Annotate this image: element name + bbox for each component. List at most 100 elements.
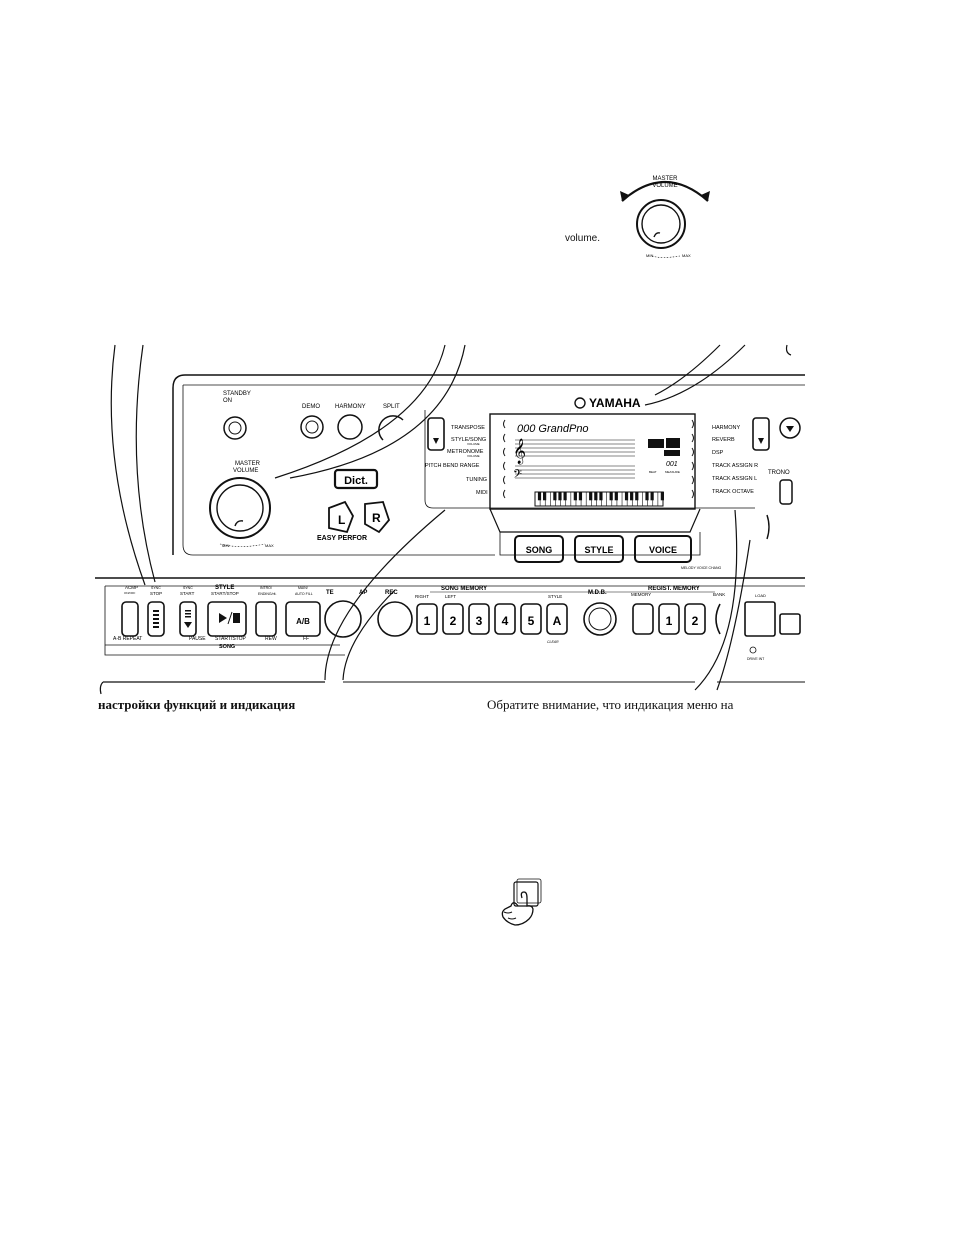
menu-dsp: DSP xyxy=(712,450,724,456)
bass-clef-icon: 𝄢 xyxy=(513,467,522,483)
knob-min-label: MIN xyxy=(646,253,653,258)
lcd-black-key xyxy=(563,491,567,501)
lcd-voice-name: 000 GrandPno xyxy=(517,423,589,435)
song-underline-label: SONG xyxy=(219,644,235,650)
harmony-button-label: HARMONY xyxy=(335,404,366,410)
master-label: MASTER xyxy=(235,461,261,467)
song-memory-1[interactable]: 1 xyxy=(424,614,431,628)
regist-memory-2[interactable]: 2 xyxy=(692,614,699,628)
style-button[interactable]: STYLE xyxy=(584,545,613,555)
sync-start-label-2: START xyxy=(180,591,195,596)
volume-caption: volume. xyxy=(565,233,601,244)
mds-label: M.D.B. xyxy=(588,590,607,596)
song-memory-4[interactable]: 4 xyxy=(502,614,509,628)
menu-tuning: TUNING xyxy=(466,477,487,483)
max-label: MAX xyxy=(265,543,274,548)
menu-track-assign-l: TRACK ASSIGN L xyxy=(712,476,757,482)
menu-style-song: STYLE/SONG xyxy=(451,437,486,443)
lcd-black-key xyxy=(558,491,562,501)
intro-label-1: INTRO/ xyxy=(260,586,272,590)
lcd-black-key xyxy=(614,491,618,501)
menu-reverb: REVERB xyxy=(712,437,735,443)
keyboard-panel-illustration: 𝄞 𝄢 xyxy=(95,344,805,695)
song-memory-a[interactable]: A xyxy=(553,614,562,628)
caption-right: Обратите внимание, что индикация меню на xyxy=(487,697,734,712)
lcd-black-key xyxy=(645,491,649,501)
memory-label: MEMORY xyxy=(631,592,651,597)
volume-label: VOLUME xyxy=(233,468,258,474)
master-volume-figure: MASTER VOLUME MIN MAX xyxy=(620,176,710,258)
menu-harmony: HARMONY xyxy=(712,425,740,431)
sync-stop-label-2: STOP xyxy=(150,591,162,596)
menu-metronome: METRONOME xyxy=(447,449,484,455)
sync-start-label-1: SYNC xyxy=(183,586,193,590)
drive-indicator-icon xyxy=(749,646,757,654)
song-memory-2[interactable]: 2 xyxy=(450,614,457,628)
lcd-number: 001 xyxy=(666,461,678,468)
ff-label: FF xyxy=(303,636,309,642)
demo-label: DEMO xyxy=(302,404,320,410)
lcd-black-key xyxy=(630,491,634,501)
trono-label: TRONO xyxy=(768,470,790,476)
lcd-black-key xyxy=(650,491,654,501)
voice-change-label: MELODY VOICE CHANG xyxy=(681,566,721,570)
pause-label: PAUSE xyxy=(189,636,206,642)
lcd-beat: BEAT xyxy=(649,470,657,474)
caption-left: настройки функций и индикация xyxy=(98,697,296,712)
acmp-label: ACMP xyxy=(125,585,138,590)
lcd-black-key xyxy=(599,491,603,501)
rew-label: REW xyxy=(265,636,277,642)
knob-label-bottom: VOLUME xyxy=(652,183,677,189)
menu-pitch-bend: PITCH BEND RANGE xyxy=(425,463,480,469)
menu-track-octave: TRACK OCTAVE xyxy=(712,489,754,495)
sync-stop-label-1: SYNC xyxy=(151,586,161,590)
lcd-black-key xyxy=(537,491,542,501)
menu-transpose: TRANSPOSE xyxy=(451,425,485,431)
start-stop-song-label: START/STOP xyxy=(215,636,247,642)
lcd-black-key xyxy=(553,491,557,501)
lcd-black-key xyxy=(635,491,639,501)
treble-clef-icon: 𝄞 xyxy=(513,438,526,464)
hand-press-icon xyxy=(501,878,542,926)
easy-r-button[interactable]: R xyxy=(372,511,381,525)
regist-memory-1[interactable]: 1 xyxy=(666,614,673,628)
song-memory-3[interactable]: 3 xyxy=(476,614,483,628)
song-memory-label: SONG MEMORY xyxy=(441,586,487,592)
lcd-black-key xyxy=(660,491,664,501)
tap-label: AP xyxy=(359,590,367,596)
rec-label: REC xyxy=(385,590,398,596)
style-header: STYLE xyxy=(215,585,234,591)
start-stop-label: START/STOP xyxy=(211,591,239,596)
lcd-black-key xyxy=(543,491,547,501)
menu-style-song-sub: VOLUME xyxy=(467,442,480,446)
song-memory-5[interactable]: 5 xyxy=(528,614,535,628)
style-small-label: STYLE xyxy=(548,594,562,599)
knob-max-label: MAX xyxy=(682,253,691,258)
easy-l-button[interactable]: L xyxy=(338,513,345,527)
intro-label-2: ENDING/rit. xyxy=(258,592,277,596)
yamaha-logo-icon xyxy=(574,397,586,409)
standby-label: STANDBY xyxy=(223,391,251,397)
song-button[interactable]: SONG xyxy=(526,545,553,555)
yamaha-brand: YAMAHA xyxy=(589,396,641,410)
min-label: MIN xyxy=(222,543,229,548)
main-label-1: MAIN/ xyxy=(298,586,308,590)
ab-button[interactable]: A/B xyxy=(296,617,310,626)
clear-label: CLEAR xyxy=(547,640,559,644)
regist-memory-label: REGIST. MEMORY xyxy=(648,586,700,592)
split-label: SPLIT xyxy=(383,404,400,410)
lcd-black-key xyxy=(624,491,629,501)
bank-label: BANK xyxy=(713,592,725,597)
main-label-2: AUTO FILL xyxy=(295,592,313,596)
knob-label-top: MASTER xyxy=(652,176,678,182)
menu-midi: MIDI xyxy=(476,490,488,496)
drive-label: DRIVE INT xyxy=(747,657,765,661)
on-label: ON xyxy=(223,398,232,404)
lcd-black-key xyxy=(594,491,598,501)
dict-button[interactable]: Dict. xyxy=(344,475,368,487)
tempo-label: TE xyxy=(326,590,334,596)
voice-button[interactable]: VOICE xyxy=(649,545,677,555)
right-label: RIGHT xyxy=(415,594,429,599)
left-label: LEFT xyxy=(445,594,456,599)
lcd-black-key xyxy=(589,491,593,501)
